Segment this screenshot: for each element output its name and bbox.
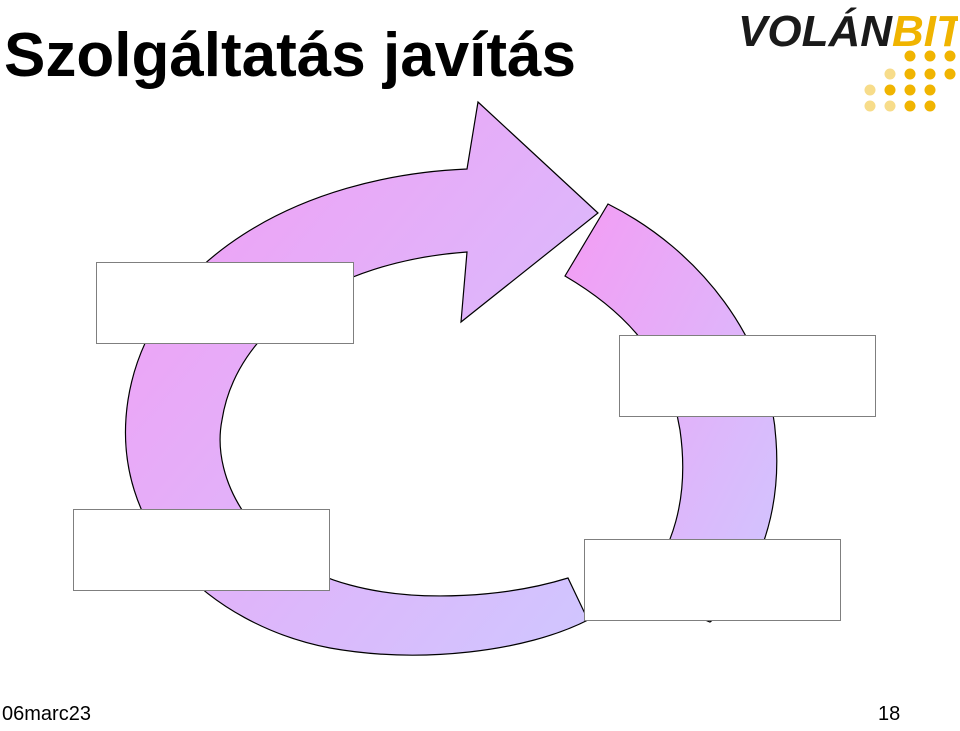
logo-dot <box>864 84 876 96</box>
cycle-step-box-3 <box>584 539 841 621</box>
logo-dot <box>864 100 876 112</box>
logo-text-accent: BIT <box>892 7 958 56</box>
logo-dot <box>924 100 936 112</box>
logo-dot <box>904 50 916 62</box>
logo-dot <box>904 84 916 96</box>
logo-dot <box>944 50 956 62</box>
logo-dot <box>944 68 956 80</box>
footer-date-code: 06marc23 <box>2 703 91 725</box>
page-number: 18 <box>878 703 901 725</box>
logo-dot <box>904 68 916 80</box>
logo-dot-pattern <box>864 50 956 112</box>
logo-wordmark: VOLÁNBIT <box>738 6 958 56</box>
cycle-step-box-1 <box>96 262 354 344</box>
volanbit-logo: VOLÁNBIT <box>738 6 958 112</box>
logo-text-dark: VOLÁN <box>738 6 893 56</box>
cycle-step-box-4 <box>73 509 330 591</box>
logo-dot <box>884 100 896 112</box>
cycle-step-box-2 <box>619 335 876 417</box>
logo-dot <box>924 50 936 62</box>
logo-dot <box>884 84 896 96</box>
logo-dot <box>924 68 936 80</box>
logo-dot <box>904 100 916 112</box>
slide-title: Szolgáltatás javítás <box>4 21 577 90</box>
logo-dot <box>924 84 936 96</box>
logo-dot <box>884 68 896 80</box>
